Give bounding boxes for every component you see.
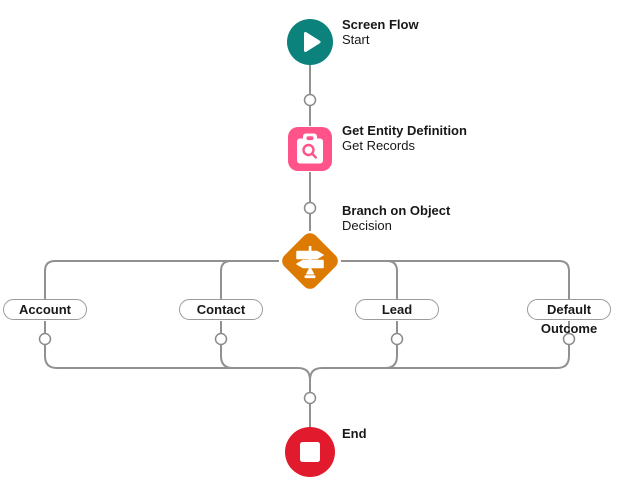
- connector-node-merge[interactable]: [303, 391, 317, 405]
- connector-line-branch-default: [341, 260, 570, 299]
- connector-node[interactable]: [303, 93, 317, 107]
- decision-node[interactable]: [278, 229, 342, 293]
- branch-pill-lead[interactable]: Lead: [355, 299, 439, 320]
- connector-line-branch-lead: [341, 260, 398, 299]
- connector-line-merge: [309, 345, 570, 392]
- record-lookup-icon: [297, 133, 323, 164]
- connector-line-merge: [360, 345, 398, 369]
- connector-node-lead[interactable]: [390, 332, 404, 346]
- node-title: Branch on Object: [342, 203, 451, 218]
- branch-pill-contact[interactable]: Contact: [179, 299, 263, 320]
- connector-node-account[interactable]: [38, 332, 52, 346]
- branch-pill-account[interactable]: Account: [3, 299, 87, 320]
- connector-node-default-outcome[interactable]: [562, 332, 576, 346]
- connector-node-contact[interactable]: [214, 332, 228, 346]
- node-title: Get Entity Definition: [342, 123, 467, 138]
- end-node-label: End: [342, 427, 367, 441]
- end-node[interactable]: [285, 427, 335, 477]
- connector-line-branch-account: [44, 260, 279, 299]
- node-title: End: [342, 426, 367, 441]
- node-subtitle: Get Records: [342, 137, 415, 153]
- decision-node-label: Branch on Object Decision: [342, 204, 450, 232]
- connector-node[interactable]: [303, 201, 317, 215]
- branch-pill-default-outcome[interactable]: Default Outcome: [527, 299, 611, 336]
- connector-line-merge: [220, 345, 260, 369]
- get-records-node[interactable]: [288, 127, 332, 171]
- node-subtitle: Decision: [342, 217, 392, 233]
- connector-line-merge: [44, 345, 311, 392]
- get-records-node-label: Get Entity Definition Get Records: [342, 124, 467, 152]
- start-node-label: Screen Flow Start: [342, 18, 419, 46]
- node-subtitle: Start: [342, 31, 370, 47]
- node-title: Screen Flow: [342, 17, 419, 32]
- start-node[interactable]: [287, 19, 333, 65]
- connector-line-branch-contact: [220, 260, 279, 299]
- play-icon: [304, 32, 321, 52]
- signpost-icon: [288, 239, 332, 283]
- stop-icon: [300, 442, 320, 462]
